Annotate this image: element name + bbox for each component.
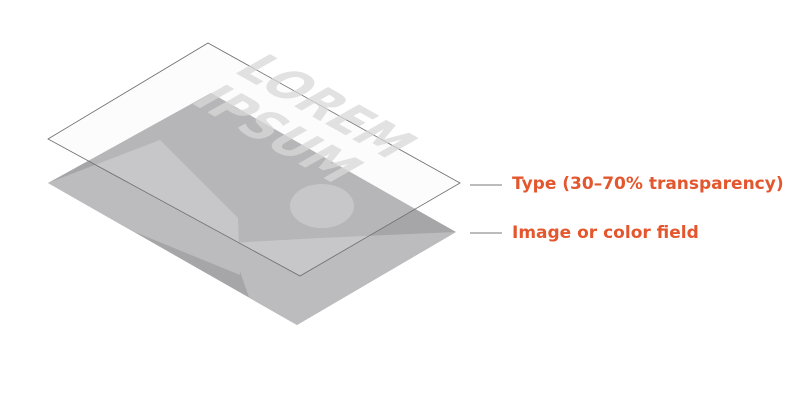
image-field-label: Image or color field	[512, 223, 699, 243]
image-field-layer	[48, 93, 456, 325]
image-sun-circle	[290, 184, 354, 228]
image-mountain-left	[48, 140, 240, 275]
image-mountain-right	[230, 232, 456, 325]
type-plane	[47, 42, 461, 277]
type-layer-label: Type (30–70% transparency)	[512, 174, 784, 194]
